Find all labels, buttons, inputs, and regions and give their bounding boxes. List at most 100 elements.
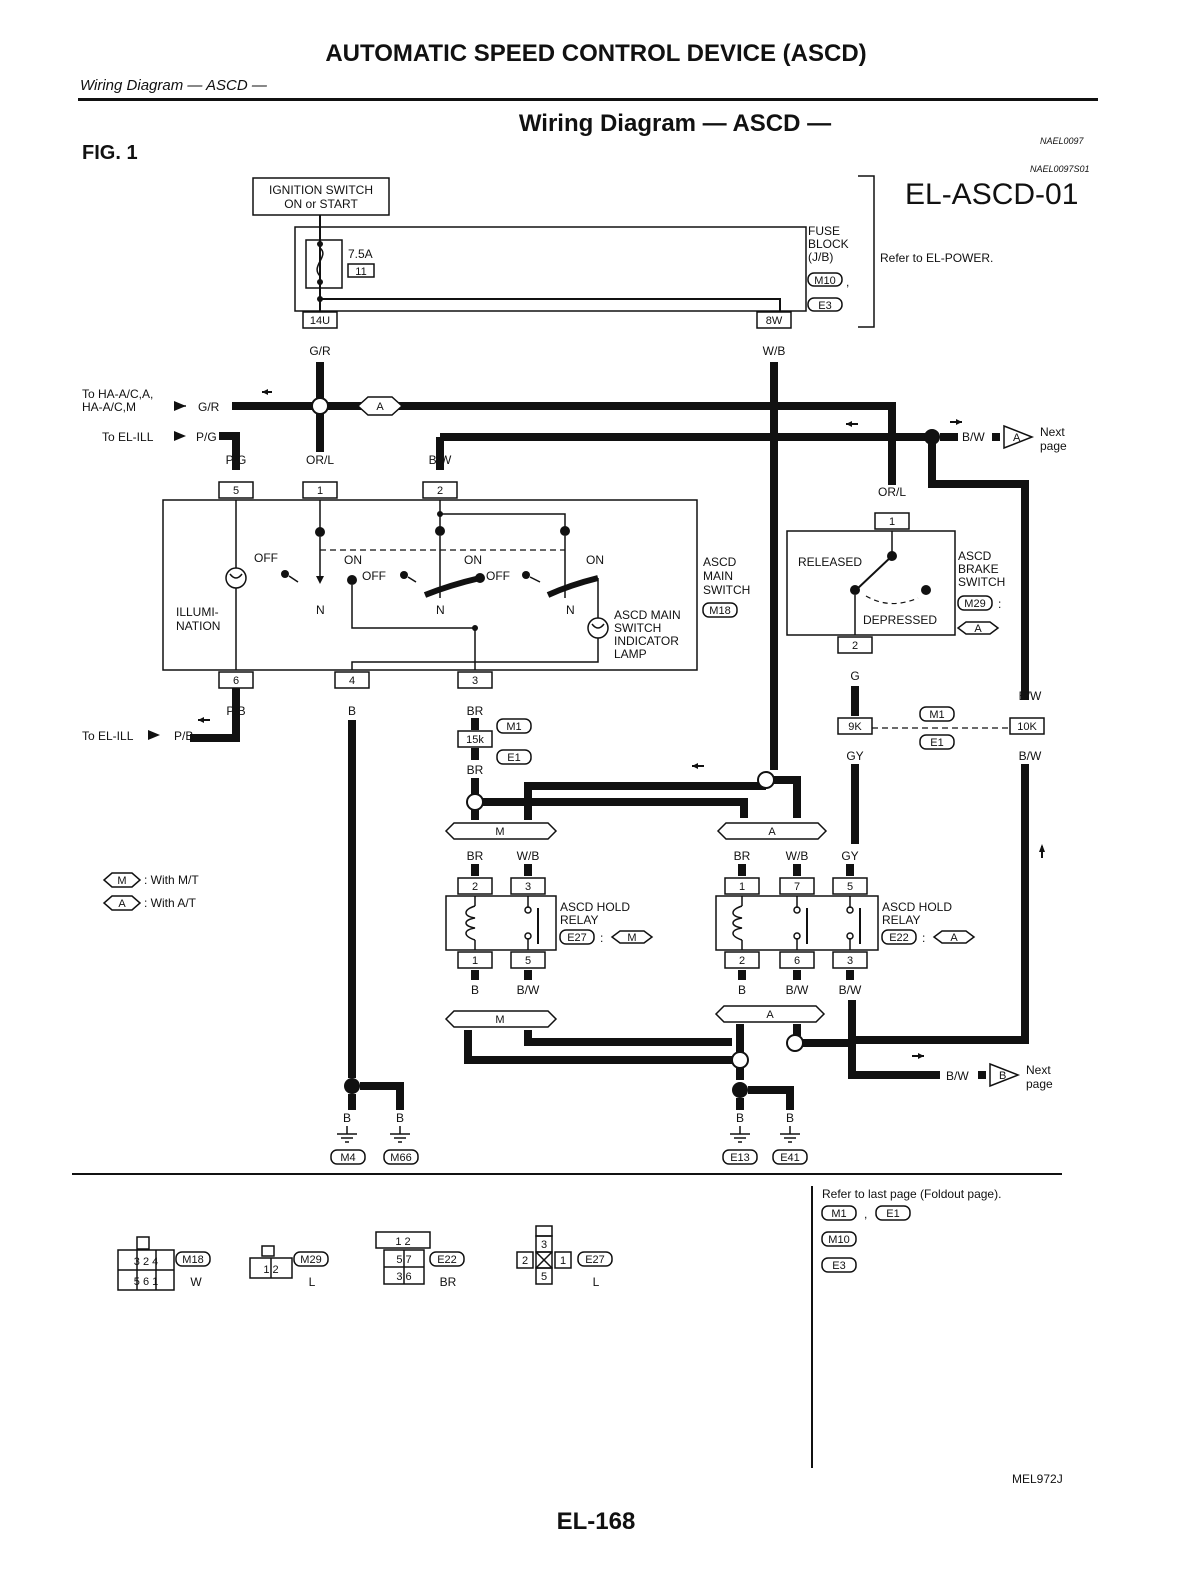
- e27-connector-id: E27: [585, 1254, 605, 1266]
- m29-connector-id: M29: [300, 1254, 321, 1266]
- fuse-block-connector-1: M10: [814, 275, 835, 287]
- wire-label-gr-2: G/R: [198, 400, 220, 414]
- main-switch-connector: M18: [709, 605, 730, 617]
- legend-m-symbol: M: [117, 875, 126, 887]
- e22-color: BR: [440, 1275, 457, 1289]
- splice-bw-a: [786, 1034, 804, 1052]
- relay-m-label-1: ASCD HOLD: [560, 900, 630, 914]
- relay-m-label-2: RELAY: [560, 913, 598, 927]
- reference-code-sub: NAEL0097S01: [1030, 164, 1090, 174]
- fuse-rating: 7.5A: [348, 247, 373, 261]
- diagram-id: EL-ASCD-01: [905, 178, 1079, 211]
- lamp-label-4: LAMP: [614, 647, 647, 661]
- brake-switch-pin-1: 1: [889, 516, 895, 528]
- e27-pin-bottom: 5: [541, 1271, 547, 1283]
- splice-b-a: [731, 1051, 749, 1069]
- variant-bar-m-top-label: M: [495, 826, 504, 838]
- relay-m-variant: M: [627, 932, 636, 944]
- m29-color: L: [309, 1275, 316, 1289]
- page-number: EL-168: [556, 1508, 636, 1535]
- relay-a-label-2: RELAY: [882, 913, 920, 927]
- wire-label-br-1: BR: [467, 704, 484, 718]
- relay-a-wire-bw: B/W: [786, 983, 809, 997]
- ground-m4: M4: [340, 1152, 355, 1164]
- dest-ha-2: HA-A/C,M: [82, 400, 136, 414]
- wire-label-br-2: BR: [467, 763, 484, 777]
- fuse-element: [305, 239, 343, 289]
- m18-color: W: [190, 1275, 202, 1289]
- relay-m-wire-bw: B/W: [517, 983, 540, 997]
- switch-b-on: ON: [464, 553, 482, 567]
- relay-m-coil-icon: [465, 905, 476, 941]
- ascd-main-switch-box: [162, 499, 698, 671]
- relay-a-variant: A: [950, 932, 958, 944]
- pin-15k: 15k: [466, 734, 484, 746]
- fuse-block-connector-2: E3: [818, 300, 831, 312]
- illumination-label-2: NATION: [176, 619, 220, 633]
- wire-label-b-g4: B: [786, 1111, 794, 1125]
- main-switch-pin-5: 5: [233, 485, 239, 497]
- switch-c-on: ON: [586, 553, 604, 567]
- lamp-label-1: ASCD MAIN: [614, 608, 681, 622]
- switch-c-off: OFF: [486, 569, 510, 583]
- wire-label-bw-right-2: B/W: [1019, 749, 1042, 763]
- switch-c-n: N: [566, 603, 575, 617]
- variant-bar-a-bottom: [714, 1005, 826, 1023]
- m18-pins-bottom: 5 6 1: [134, 1276, 158, 1288]
- relay-m-connector: E27: [567, 932, 587, 944]
- relay-a-wire-b: B: [738, 983, 746, 997]
- splice-gr: [311, 397, 329, 415]
- brake-depressed: DEPRESSED: [863, 613, 937, 627]
- ref-sep: ,: [864, 1207, 867, 1221]
- fuse-block-box: [294, 226, 807, 312]
- main-switch-pin-6: 6: [233, 675, 239, 687]
- main-switch-label-2: MAIN: [703, 569, 733, 583]
- next-page-2: page: [1040, 439, 1067, 453]
- legend-m-text: : With M/T: [144, 873, 199, 887]
- main-switch-label-1: ASCD: [703, 555, 737, 569]
- ignition-switch-label-1: IGNITION SWITCH: [269, 183, 373, 197]
- m18-connector-id: M18: [182, 1254, 203, 1266]
- illumination-lamp-icon: [225, 567, 247, 589]
- switch-b-off: OFF: [362, 569, 386, 583]
- variant-bar-a-bottom-label: A: [766, 1009, 774, 1021]
- wire-bw-right: [928, 437, 1029, 700]
- brake-switch-label-2: BRAKE: [958, 562, 999, 576]
- switch-a-n: N: [316, 603, 325, 617]
- main-switch-pin-2: 2: [437, 485, 443, 497]
- relay-a-wire-gy: GY: [841, 849, 858, 863]
- section-subtitle: Wiring Diagram — ASCD —: [80, 77, 267, 94]
- page-title: AUTOMATIC SPEED CONTROL DEVICE (ASCD): [325, 40, 867, 67]
- brake-switch-pin-2: 2: [852, 640, 858, 652]
- variant-marker-a-next: A: [1013, 432, 1021, 444]
- wire-label-orl: OR/L: [306, 453, 334, 467]
- next-page-1: Next: [1040, 425, 1065, 439]
- image-reference: MEL972J: [1012, 1472, 1063, 1486]
- switch-a-on: ON: [344, 553, 362, 567]
- fuse-block-label-2: BLOCK: [808, 237, 849, 251]
- wire-label-b-g1: B: [343, 1111, 351, 1125]
- wire-label-bw-switch: B/W: [429, 453, 452, 467]
- relay-a-wire-bw-2: B/W: [839, 983, 862, 997]
- relay-a-colon: :: [922, 931, 925, 945]
- switch-a-off: OFF: [254, 551, 278, 565]
- relay-m-colon: :: [600, 931, 603, 945]
- relay-m-pin-3: 3: [525, 881, 531, 893]
- wire-label-gr: G/R: [309, 344, 331, 358]
- brake-released: RELEASED: [798, 555, 862, 569]
- variant-marker-b-next: B: [999, 1070, 1006, 1082]
- e22-pins-bottom: 3 6: [396, 1271, 411, 1283]
- relay-a-connector: E22: [889, 932, 909, 944]
- wire-label-pb-2: P/B: [174, 729, 193, 743]
- relay-a-pin-2: 2: [739, 955, 745, 967]
- relay-a-pin-6: 6: [794, 955, 800, 967]
- pin-10k: 10K: [1017, 721, 1037, 733]
- brake-switch-label-3: SWITCH: [958, 575, 1005, 589]
- variant-bar-m-bottom-label: M: [495, 1014, 504, 1026]
- wire-label-bw-right-1: B/W: [1019, 689, 1042, 703]
- brake-switch-variant: A: [974, 623, 982, 635]
- wire-label-g: G: [850, 669, 859, 683]
- ref-m10: M10: [828, 1234, 849, 1246]
- e22-pins-mid: 5 7: [396, 1254, 411, 1266]
